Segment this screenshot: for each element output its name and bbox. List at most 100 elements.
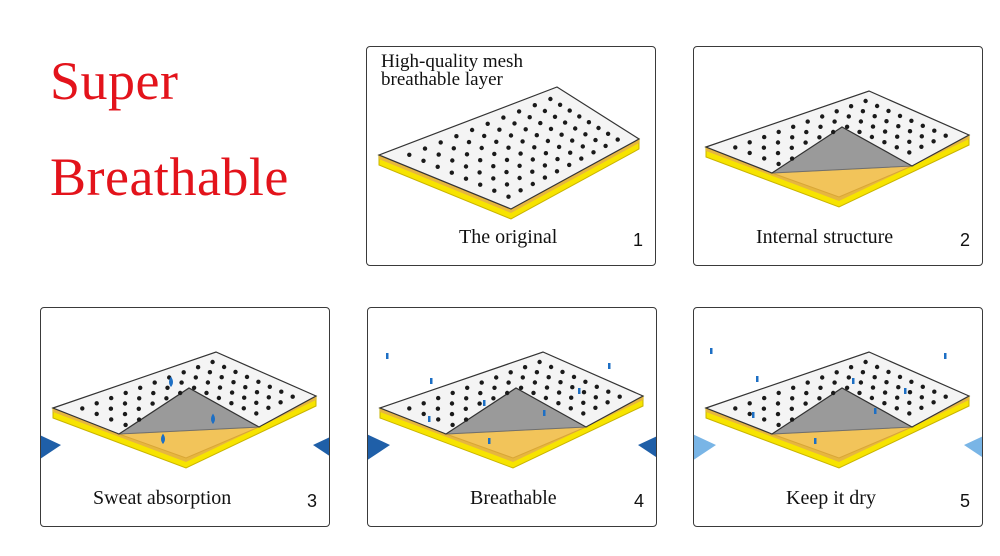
mesh-dot — [485, 121, 490, 127]
panel-breathable: Breathable 4 — [367, 307, 657, 527]
panel-caption: The original — [459, 226, 558, 248]
mesh-dot — [562, 120, 568, 125]
mesh-dot — [491, 164, 496, 169]
mesh-dot — [494, 375, 499, 380]
mesh-dot — [436, 395, 441, 401]
mesh-dot — [506, 194, 511, 199]
mesh-dot — [874, 364, 880, 370]
mesh-dot — [242, 395, 247, 400]
mesh-dot — [229, 390, 235, 395]
panel-number: 5 — [959, 491, 970, 511]
mesh-dot — [407, 152, 412, 157]
mesh-dot — [869, 395, 875, 401]
arrow-left-icon — [964, 436, 982, 457]
vapor-mark-icon — [483, 400, 486, 406]
mesh-dot — [449, 170, 454, 175]
mesh-dot — [556, 144, 562, 150]
mesh-dot — [421, 411, 426, 417]
mesh-dot — [870, 385, 876, 390]
mesh-dot — [894, 145, 899, 150]
breathable-illustration — [368, 351, 656, 469]
vapor-mark-icon — [710, 348, 713, 354]
panel-number: 2 — [959, 230, 970, 250]
mesh-dot — [522, 365, 528, 370]
mesh-layer — [704, 351, 971, 435]
mesh-dot — [870, 124, 876, 129]
mesh-dot — [256, 379, 261, 384]
vapor-mark-icon — [428, 416, 431, 422]
panel-caption: Sweat absorption — [93, 487, 232, 509]
mesh-dot — [567, 108, 572, 113]
mesh-dot — [179, 380, 184, 385]
mesh-dot — [593, 395, 598, 400]
mesh-dot — [478, 390, 483, 396]
mesh-dot — [931, 400, 936, 405]
mesh-dot — [568, 150, 573, 155]
arrow-left-icon — [313, 437, 329, 456]
mesh-dot — [832, 119, 837, 124]
mesh-dot — [570, 138, 575, 143]
vapor-mark-icon — [752, 412, 755, 418]
mesh-dot — [548, 96, 553, 102]
mesh-dot — [919, 134, 924, 139]
panel-internal-structure: Internal structure 2 — [693, 46, 983, 266]
panel-number: 1 — [632, 230, 643, 250]
mesh-dot — [872, 114, 877, 119]
mesh-dot — [857, 129, 862, 135]
mesh-dot — [221, 364, 227, 370]
mesh-dot — [895, 134, 900, 139]
mesh-dot — [477, 401, 482, 406]
pad-sheet — [704, 351, 971, 469]
mesh-dot — [596, 125, 601, 131]
mesh-dot — [290, 394, 295, 399]
mesh-dot — [506, 145, 511, 150]
mesh-dot — [606, 389, 611, 394]
mesh-dot — [136, 406, 141, 411]
mesh-dot — [920, 123, 925, 128]
mesh-dot — [789, 406, 794, 411]
mesh-dot — [501, 115, 506, 120]
mesh-dot — [591, 150, 596, 155]
mesh-dot — [583, 379, 588, 384]
mesh-dot — [804, 129, 809, 135]
mesh-dot — [216, 395, 222, 401]
mesh-dot — [137, 396, 142, 401]
vapor-mark-icon — [578, 388, 581, 394]
mesh-dot — [776, 390, 781, 396]
mesh-dot — [884, 380, 889, 385]
mesh-dot — [907, 150, 912, 155]
vapor-mark-icon — [430, 378, 433, 384]
mesh-dot — [882, 140, 887, 145]
mesh-dot — [254, 400, 259, 405]
mesh-dot — [857, 390, 862, 396]
mesh-dot — [858, 119, 864, 124]
mesh-dot — [477, 170, 482, 175]
mesh-dot — [747, 150, 752, 156]
mesh-dot — [491, 396, 496, 401]
mesh-dot — [233, 369, 238, 375]
mesh-dot — [775, 401, 781, 406]
mesh-dot — [491, 176, 496, 181]
mesh-dot — [567, 162, 572, 168]
mesh-dot — [518, 188, 523, 193]
mesh-dot — [820, 375, 825, 380]
mesh-dot — [545, 138, 551, 144]
mesh-dot — [594, 384, 599, 389]
mesh-dot — [907, 411, 912, 416]
mesh-dot — [570, 385, 575, 390]
vapor-mark-icon — [904, 388, 907, 394]
mesh-dot — [195, 365, 201, 370]
mesh-dot — [454, 134, 459, 139]
mesh-dot — [207, 370, 213, 375]
mesh-dot — [436, 417, 441, 422]
mesh-dot — [858, 380, 864, 385]
mesh-dot — [517, 175, 522, 181]
mesh-dot — [552, 114, 558, 120]
vapor-mark-icon — [814, 438, 817, 444]
mesh-dot — [542, 163, 548, 168]
panel-keep-it-dry: Keep it dry 5 — [693, 307, 983, 527]
mesh-dot — [791, 124, 796, 129]
mesh-dot — [844, 385, 850, 390]
panel-caption: Breathable — [470, 487, 557, 509]
mesh-dot — [482, 133, 487, 139]
